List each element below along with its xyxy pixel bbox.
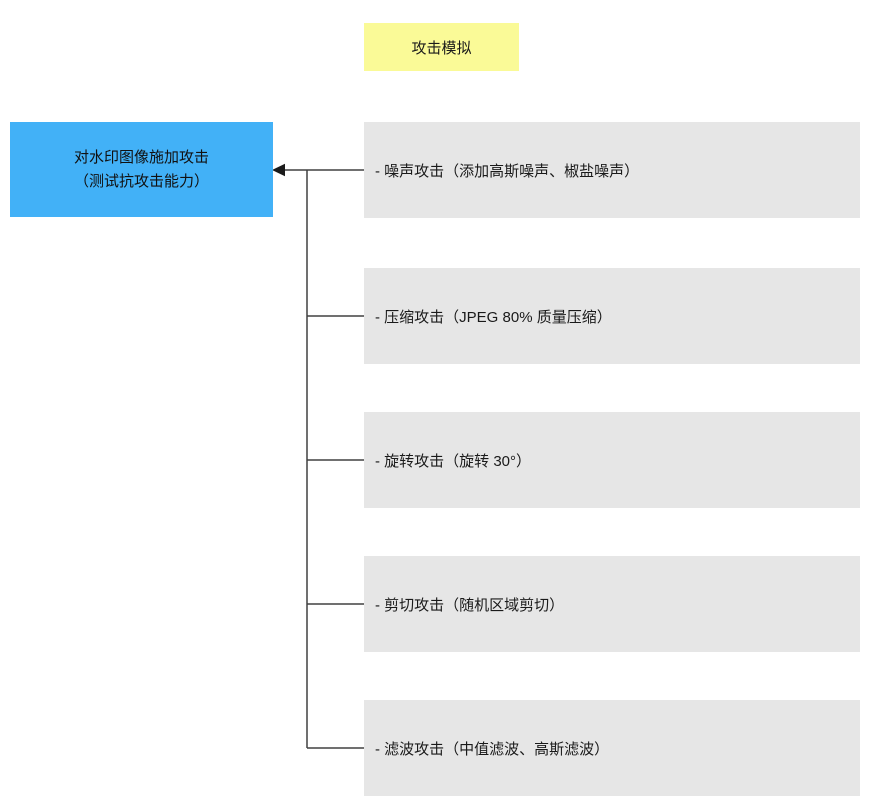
attack-box-rotation: - 旋转攻击（旋转 30°） (364, 412, 860, 508)
attack-label: - 滤波攻击（中值滤波、高斯滤波） (375, 740, 610, 758)
target-box: 对水印图像施加攻击 （测试抗攻击能力） (10, 122, 273, 217)
arrowhead-icon (272, 163, 285, 177)
header-box: 攻击模拟 (364, 23, 519, 71)
target-label-line2: （测试抗攻击能力） (73, 172, 209, 190)
attack-label: - 旋转攻击（旋转 30°） (375, 452, 532, 470)
attack-box-filter: - 滤波攻击（中值滤波、高斯滤波） (364, 700, 860, 796)
attack-box-crop: - 剪切攻击（随机区域剪切） (364, 556, 860, 652)
attack-box-compression: - 压缩攻击（JPEG 80% 质量压缩） (364, 268, 860, 364)
attack-label: - 噪声攻击（添加高斯噪声、椒盐噪声） (375, 162, 640, 180)
target-label-line1: 对水印图像施加攻击 (73, 149, 209, 167)
attack-box-noise: - 噪声攻击（添加高斯噪声、椒盐噪声） (364, 122, 860, 218)
header-label: 攻击模拟 (411, 39, 472, 57)
attack-label: - 压缩攻击（JPEG 80% 质量压缩） (375, 308, 612, 326)
attack-label: - 剪切攻击（随机区域剪切） (375, 596, 565, 614)
